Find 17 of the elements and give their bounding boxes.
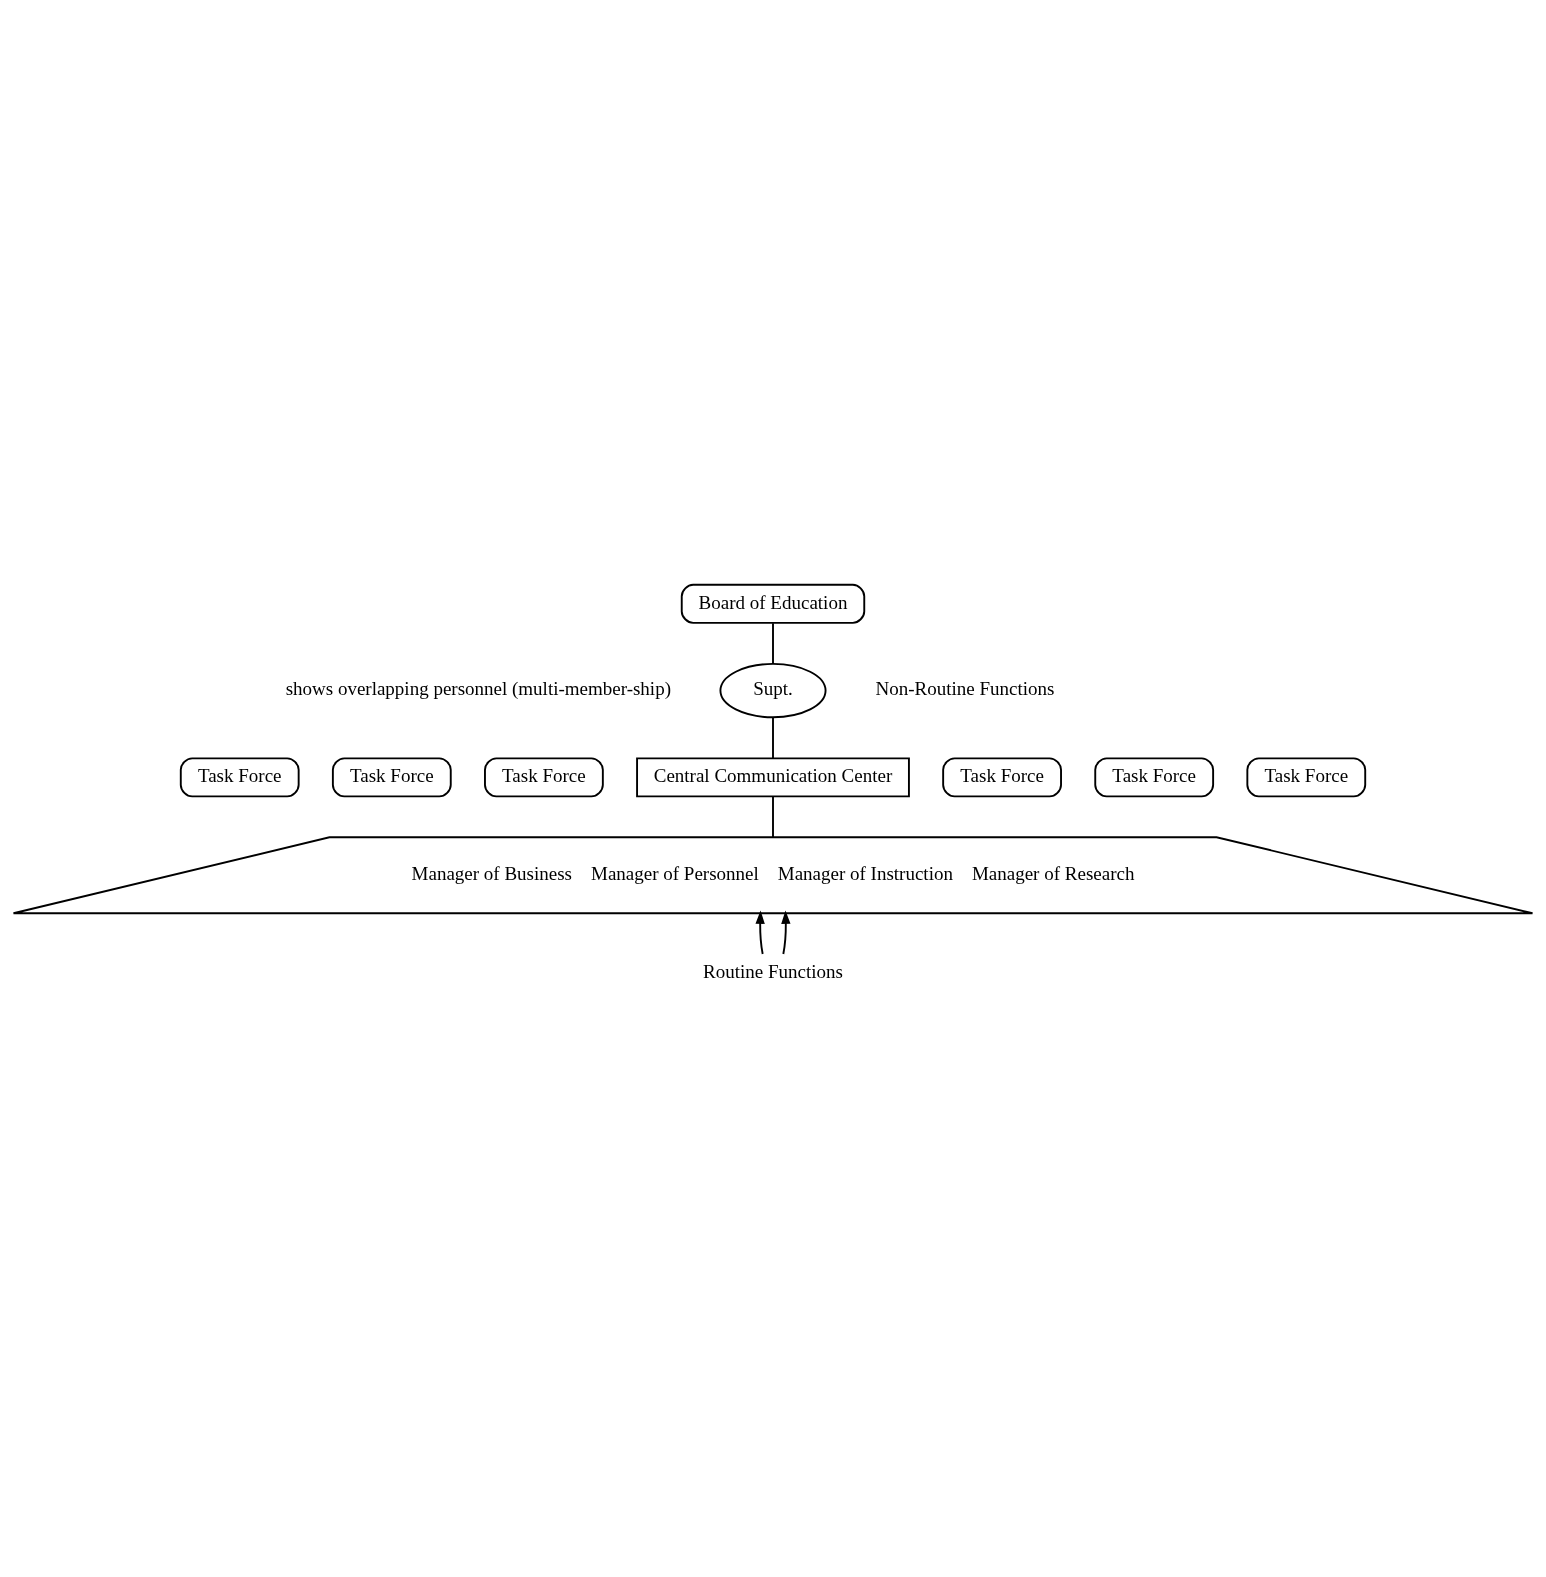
arrow xyxy=(755,910,765,955)
label: shows overlapping personnel (multi-member-ship) xyxy=(285,678,671,700)
connector xyxy=(772,716,774,760)
node-text: Routine Functions xyxy=(703,960,843,982)
node-box: Board of Education xyxy=(680,583,866,624)
node-box: Task Force xyxy=(331,757,452,798)
node-box: Task Force xyxy=(942,757,1062,798)
arrow xyxy=(781,910,791,955)
node-box: Task Force xyxy=(1246,757,1367,798)
node-box: Task Force xyxy=(1094,757,1215,798)
connector xyxy=(772,622,774,665)
node-box: Central Communication Center xyxy=(636,757,910,798)
connector xyxy=(772,795,774,839)
node-box: Task Force xyxy=(484,757,604,798)
node-box: Task Force xyxy=(179,757,300,798)
label: Non-Routine Functions xyxy=(875,678,1055,700)
node-ellipse: Supt. xyxy=(719,662,827,719)
